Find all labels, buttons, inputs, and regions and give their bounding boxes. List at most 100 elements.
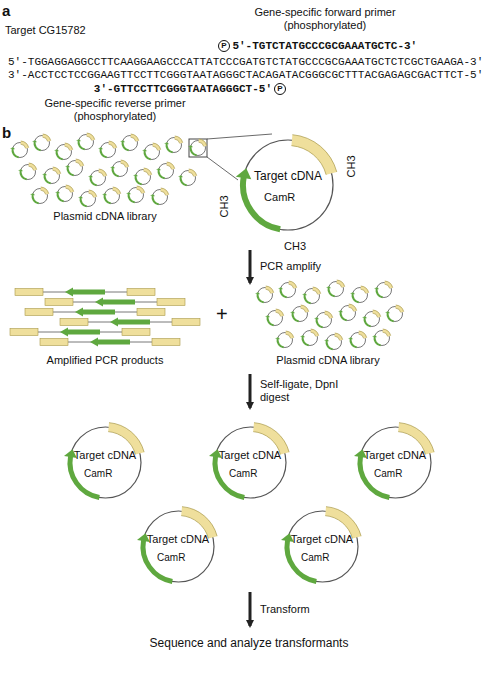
cdna-insert-edge	[253, 422, 288, 452]
marker-label: CamR	[157, 551, 185, 564]
zoom-box	[189, 139, 207, 157]
cdna-insert-edge	[29, 166, 34, 170]
cdna-segment	[10, 329, 38, 336]
camr-gene	[67, 167, 73, 176]
camr-arrowhead	[133, 174, 138, 176]
plasmid-backbone	[123, 136, 138, 151]
cdna-insert-edge	[396, 308, 401, 312]
cdna-insert-edge	[313, 287, 321, 294]
camr-arrowhead	[374, 287, 379, 289]
camr-gene	[80, 198, 86, 207]
plasmid-circle: Target cDNACamR	[280, 504, 365, 589]
camr-gene	[387, 313, 393, 322]
cdna-insert-edge	[144, 168, 152, 175]
camr-arrowhead	[265, 315, 270, 317]
insert-label: Target cDNA	[364, 449, 426, 462]
camr-arrowhead	[348, 337, 353, 339]
camr-gene	[34, 142, 40, 151]
camr-gene	[257, 294, 263, 303]
camr-gene	[56, 151, 62, 160]
library-label: Plasmid cDNA library	[276, 354, 379, 367]
dna-strand: 5'-TGGAGGAGGCCTTCAAGGAAGCCCATTATCCCGATGT…	[8, 56, 483, 69]
panel-letter: a	[2, 2, 10, 19]
cdna-insert-edge	[29, 163, 37, 170]
insert-label: Target cDNA	[219, 449, 281, 462]
camr-arrowhead	[302, 293, 307, 295]
camr-gene	[135, 176, 141, 185]
cdna-insert-edge	[181, 506, 216, 536]
cdna-insert-edge	[66, 185, 74, 192]
camr-arrowhead	[142, 149, 147, 151]
cdna-insert-edge	[161, 191, 166, 195]
cdna-insert-edge	[335, 336, 340, 340]
phosphate-mark: P	[218, 40, 230, 52]
camr-gene	[68, 330, 100, 335]
camr-gene	[112, 168, 118, 177]
plasmid-backbone	[305, 289, 320, 304]
cdna-insert-edge	[99, 169, 107, 176]
cdna-insert-edge	[373, 313, 378, 317]
camr-arrowhead	[42, 173, 47, 175]
cdna-insert-edge	[41, 190, 46, 194]
camr-gene	[83, 310, 115, 315]
marker-label: CamR	[84, 467, 112, 480]
camr-arrowhead	[10, 147, 15, 149]
plasmid-backbone	[360, 427, 431, 498]
cdna-insert-edge	[87, 136, 92, 140]
plus-sign: +	[216, 303, 228, 325]
plasmid-backbone	[153, 190, 168, 205]
insert-label: Target cDNA	[74, 449, 136, 462]
cdna-insert-edge	[41, 187, 49, 194]
cdna-insert-edge	[121, 160, 129, 167]
outcome-label: Sequence and analyze transformants	[150, 636, 349, 650]
camr-gene	[152, 196, 158, 205]
camr-arrowhead	[278, 287, 283, 289]
camr-gene	[326, 341, 332, 350]
camr-arrowhead	[76, 139, 81, 141]
cdna-insert-edge	[289, 284, 294, 288]
camr-gene	[166, 144, 172, 153]
camr-arrowhead	[338, 310, 343, 312]
cdna-insert-edge	[113, 187, 121, 194]
plasmid-backbone	[353, 288, 368, 303]
camr-gene	[374, 337, 380, 346]
plasmid-backbone	[303, 331, 318, 346]
camr-arrowhead	[60, 328, 68, 337]
plasmid-backbone	[181, 171, 196, 186]
camr-gene	[90, 177, 96, 186]
cdna-insert-edge	[43, 134, 51, 141]
cdna-insert-edge	[109, 141, 117, 148]
target-gene-label: Target CG15782	[5, 24, 86, 37]
cdna-insert-edge	[144, 171, 149, 175]
methyl-label: CH3	[284, 240, 306, 253]
camr-gene	[103, 300, 135, 305]
cdna-insert-edge	[137, 189, 142, 193]
plasmid-backbone	[375, 331, 390, 346]
step-label: Transform	[260, 603, 310, 616]
camr-gene	[118, 320, 150, 325]
marker-label: CamR	[301, 551, 329, 564]
cdna-insert-edge	[65, 146, 70, 150]
cdna-insert-edge	[153, 146, 158, 150]
cdna-insert-edge	[276, 312, 281, 316]
cdna-insert-edge	[337, 280, 345, 287]
plasmid-backbone	[327, 335, 342, 350]
cdna-insert-edge	[359, 331, 367, 338]
camr-arrowhead	[32, 140, 37, 142]
cdna-insert-edge	[301, 305, 309, 312]
plasmid-outline	[63, 420, 148, 505]
camr-arrowhead	[255, 292, 260, 294]
forward-primer-sequence: 5'-TGTCTATGCCCGCGAAATGCTC-3'	[232, 40, 417, 53]
camr-arrowhead	[372, 335, 377, 337]
camr-gene	[73, 290, 105, 295]
cdna-insert-edge	[396, 305, 404, 312]
marker-label: CamR	[264, 191, 295, 204]
flow-arrow	[249, 592, 252, 626]
plasmid-backbone	[341, 306, 356, 321]
cdna-insert-edge	[65, 143, 73, 150]
cdna-insert-edge	[99, 172, 104, 176]
plasmid-backbone	[191, 141, 206, 156]
plasmid-outline	[353, 420, 438, 505]
cdna-segment	[25, 309, 53, 316]
